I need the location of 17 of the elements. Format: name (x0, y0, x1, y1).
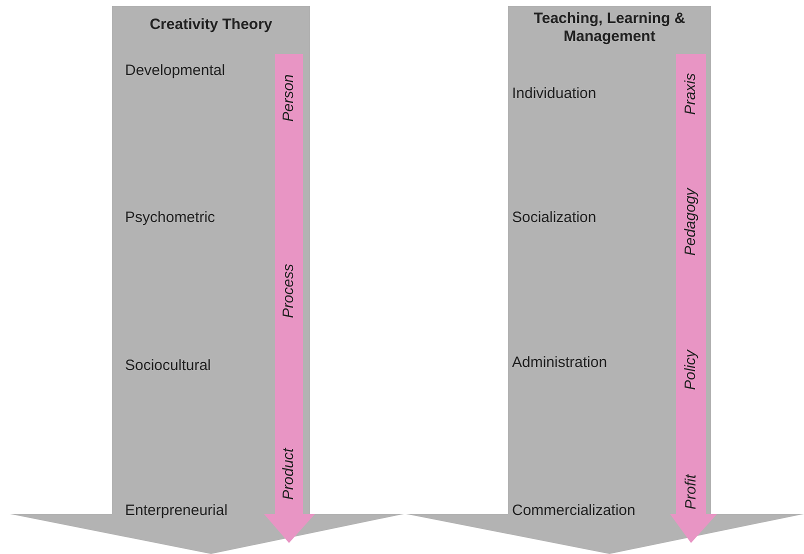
arrow-label: Process (280, 264, 298, 318)
stage-label: Developmental (125, 62, 226, 80)
arrow-label: Pedagogy (682, 188, 700, 256)
arrow-label: Profit (682, 474, 700, 510)
arrow-label: Person (280, 74, 298, 122)
arrow-label: Policy (682, 350, 700, 390)
stage-label: Individuation (512, 85, 596, 103)
stage-label: Sociocultural (125, 357, 211, 375)
band-heading: Creativity Theory (148, 16, 274, 34)
arrow-label: Praxis (682, 73, 700, 115)
stage-label: Administration (512, 354, 608, 372)
stage-label: Socialization (512, 209, 596, 227)
stage-label: Enterpreneurial (125, 502, 228, 520)
band-heading: Teaching, Learning & Management (532, 10, 686, 46)
arrow-label: Product (280, 448, 298, 500)
stage-label: Psychometric (125, 209, 216, 227)
stage-label: Commercialization (512, 502, 636, 520)
